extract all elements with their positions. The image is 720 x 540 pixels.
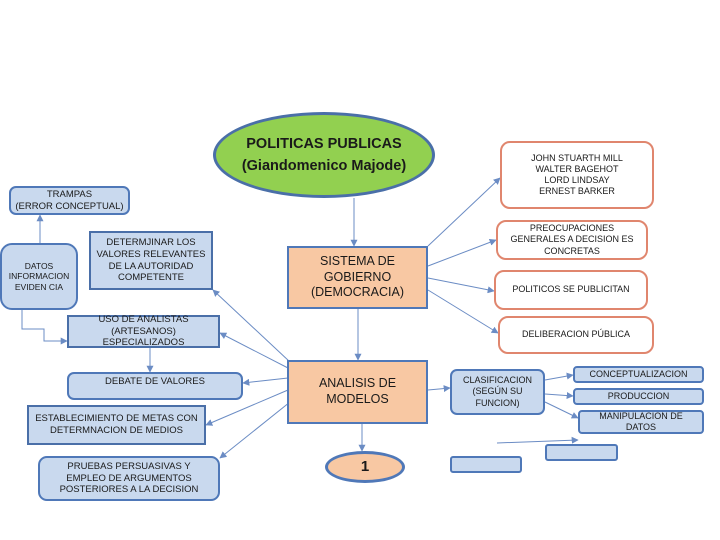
datos-label: DATOS INFORMACION EVIDEN CIA bbox=[8, 260, 70, 292]
connector-sistema-politicos bbox=[427, 277, 495, 294]
connector-analisis-establecimiento bbox=[205, 389, 289, 426]
connector-clasificacion-conceptualizacion bbox=[544, 372, 574, 381]
manipulacion-node: MANIPULACION DE DATOS bbox=[578, 410, 704, 434]
sistema-gobierno-node: SISTEMA DE GOBIERNO (DEMOCRACIA) bbox=[287, 246, 428, 309]
empty-box-1 bbox=[545, 444, 618, 461]
authors-node: JOHN STUARTH MILL WALTER BAGEHOT LORD LI… bbox=[500, 141, 654, 209]
number-one-node: 1 bbox=[325, 451, 405, 483]
connector-analisis-debate bbox=[242, 377, 289, 386]
connector-stray bbox=[496, 436, 579, 444]
empty-box-2 bbox=[450, 456, 522, 473]
conceptualizacion-node: CONCEPTUALIZACION bbox=[573, 366, 704, 383]
preocupaciones-node: PREOCUPACIONES GENERALES A DECISION ES C… bbox=[496, 220, 648, 260]
connector-sistema-deliberacion bbox=[427, 289, 499, 334]
title-main: POLITICAS PUBLICAS bbox=[246, 135, 402, 152]
clasificacion-node: CLASIFICACION (SEGÚN SU FUNCION) bbox=[450, 369, 545, 415]
connector-analisis-pruebas bbox=[219, 401, 291, 459]
analisis-modelos-node: ANALISIS DE MODELOS bbox=[287, 360, 428, 424]
connector-clasificacion-produccion bbox=[544, 392, 574, 400]
connector-analisis-uso bbox=[219, 332, 289, 369]
produccion-node: PRODUCCION bbox=[573, 388, 704, 405]
connector-sistema-authors bbox=[427, 177, 501, 247]
trampas-node: TRAMPAS (ERROR CONCEPTUAL) bbox=[9, 186, 130, 215]
connector-analisis-determinar bbox=[212, 289, 291, 363]
debate-node: DEBATE DE VALORES bbox=[67, 372, 243, 400]
datos-node: DATOS INFORMACION EVIDEN CIA bbox=[0, 243, 78, 310]
title-author: (Giandomenico Majode) bbox=[241, 158, 407, 174]
connector-analisis-clasificacion bbox=[427, 385, 451, 393]
uso-analistas-node: USO DE ANALISTAS (ARTESANOS) ESPECIALIZA… bbox=[67, 314, 220, 348]
establecimiento-node: ESTABLECIMIENTO DE METAS CON DETERMNACIO… bbox=[27, 405, 206, 445]
connector-clasificacion-manipulacion bbox=[544, 401, 579, 419]
determinar-node: DETERMJINAR LOS VALORES RELEVANTES DE LA… bbox=[89, 231, 213, 290]
pruebas-node: PRUEBAS PERSUASIVAS Y EMPLEO DE ARGUMENT… bbox=[38, 456, 220, 501]
title-ellipse: POLITICAS PUBLICAS (Giandomenico Majode) bbox=[213, 112, 435, 198]
politicos-node: POLITICOS SE PUBLICITAN bbox=[494, 270, 648, 310]
deliberacion-node: DELIBERACION PÚBLICA bbox=[498, 316, 654, 354]
connector-sistema-preocupaciones bbox=[427, 238, 497, 267]
connector-datos-uso bbox=[21, 310, 68, 345]
